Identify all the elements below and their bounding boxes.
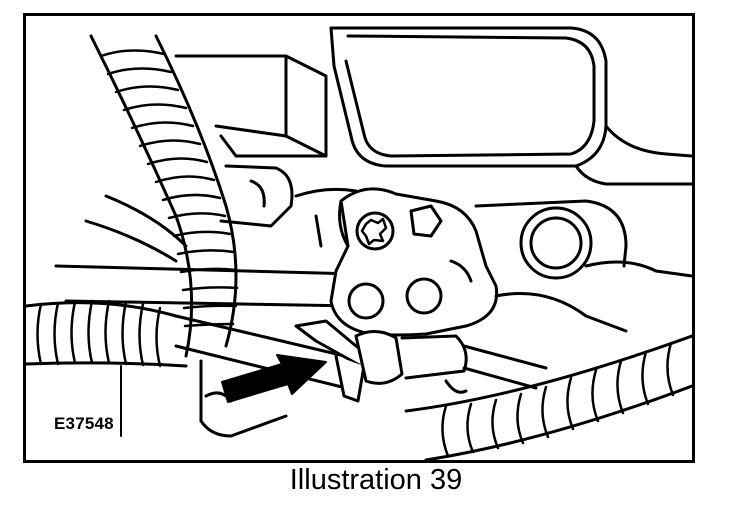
line-drawing <box>26 26 692 460</box>
illustration-caption: Illustration 39 <box>289 464 463 496</box>
bracket-block <box>174 54 328 228</box>
sensor-bracket <box>329 187 499 337</box>
sensor-connector <box>294 319 548 403</box>
corrugated-hose-right <box>404 334 692 460</box>
illustration-frame: E37548 <box>23 13 695 463</box>
corrugated-hose-left <box>89 34 239 358</box>
engine-cover <box>329 26 692 186</box>
figure-code: E37548 <box>54 414 114 433</box>
mounting-boss <box>474 199 692 333</box>
callout-arrow <box>221 354 327 403</box>
lower-detail <box>199 359 288 438</box>
corrugated-hose-bottom <box>26 299 188 437</box>
